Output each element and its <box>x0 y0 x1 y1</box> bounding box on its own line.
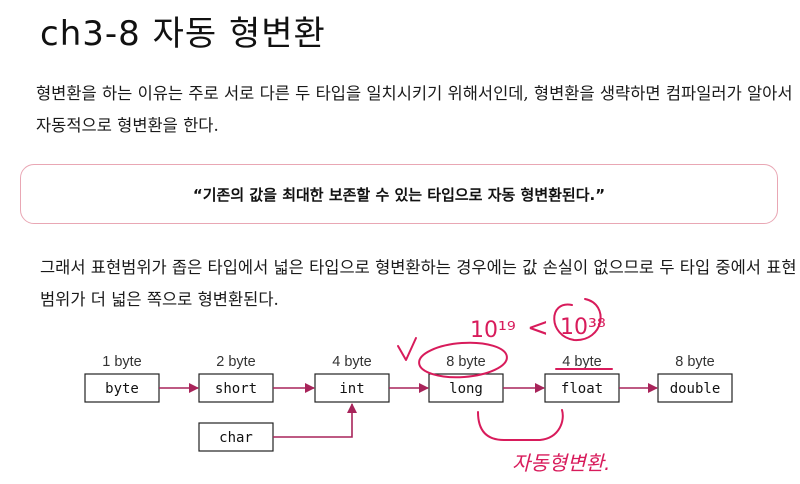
handwritten-annotations <box>397 298 613 441</box>
page-title: ch3-8 자동 형변환 <box>40 14 326 54</box>
arrow-char-to-int <box>273 403 357 438</box>
size-label-short: 2 byte <box>216 354 256 370</box>
size-label-float: 4 byte <box>562 354 602 370</box>
circle-mark-float-range <box>553 298 602 342</box>
size-label-double: 8 byte <box>675 354 715 370</box>
handwritten-less-than: < <box>527 313 549 343</box>
type-name-double: double <box>670 381 721 397</box>
type-name-byte: byte <box>105 381 139 397</box>
type-box-byte <box>84 373 160 403</box>
handwritten-caption: 자동형변환. <box>512 451 610 475</box>
check-mark <box>397 337 417 361</box>
key-quote-box: “기존의 값을 최대한 보존할 수 있는 타입으로 자동 형변환된다.” <box>20 164 778 224</box>
size-label-long: 8 byte <box>446 354 486 370</box>
explanation-paragraph: 그래서 표현범위가 좁은 타입에서 넓은 타입으로 형변환하는 경우에는 값 손… <box>40 258 797 309</box>
intro-paragraph: 형변환을 하는 이유는 주로 서로 다른 두 타입을 일치시키기 위해서인데, … <box>36 84 793 135</box>
handwritten-long-range: 10¹⁹ <box>470 318 516 343</box>
circle-mark-long <box>418 341 508 379</box>
type-box-long <box>428 373 504 403</box>
size-label-byte: 1 byte <box>102 354 142 370</box>
type-name-float: float <box>561 381 603 397</box>
type-box-short <box>198 373 274 403</box>
type-name-int: int <box>339 381 364 397</box>
type-name-short: short <box>215 381 257 397</box>
type-name-long: long <box>449 381 483 397</box>
handwritten-float-range: 10³⁸ <box>560 315 606 340</box>
size-label-int: 4 byte <box>332 354 372 370</box>
type-name-char: char <box>219 430 253 446</box>
type-box-double <box>657 373 733 403</box>
key-quote-text: “기존의 값을 최대한 보존할 수 있는 타입으로 자동 형변환된다.” <box>192 185 606 204</box>
curved-stroke <box>477 409 564 441</box>
